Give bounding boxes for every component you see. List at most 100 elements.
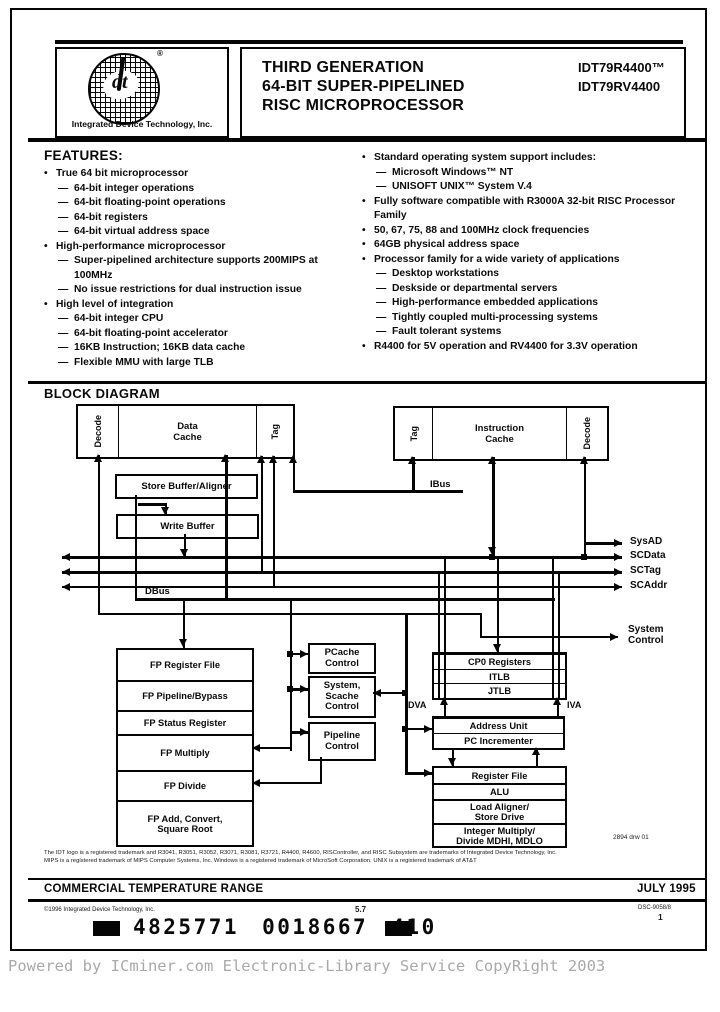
barcode-start-block (93, 921, 120, 936)
arrowhead (180, 549, 188, 557)
feature-item: —16KB Instruction; 16KB data cache (44, 341, 356, 356)
feature-item: — Super-pipelined architecture supports 2… (44, 254, 356, 283)
mmu-stack: CP0 Registers ITLB JTLB (432, 652, 567, 700)
bus-line (290, 731, 308, 734)
feature-marker: • (362, 224, 366, 236)
bus-line (135, 598, 555, 601)
header-bottom-rule (28, 138, 707, 142)
pipeline-control-box: Pipeline Control (308, 722, 376, 761)
arrowhead (580, 456, 588, 464)
arrowhead (440, 697, 448, 705)
arrowhead (493, 644, 501, 652)
feature-text: Super-pipelined architecture supports 20… (74, 255, 318, 281)
connector-line (183, 601, 185, 648)
arrowhead (614, 539, 622, 547)
arrowhead (424, 725, 432, 733)
bus-line (584, 542, 622, 545)
title-box: THIRD GENERATION 64-BIT SUPER-PIPELINED … (240, 47, 686, 138)
feature-item: —Flexible MMU with large TLB (44, 356, 356, 371)
junction-dot (287, 686, 293, 692)
data-cache-block: Decode Data Cache Tag (76, 404, 295, 459)
fp-register-file: FP Register File (149, 660, 221, 670)
feature-text: Desktop workstations (392, 268, 499, 279)
part-number-1: IDT79R4400™ (578, 60, 665, 75)
feature-text: High-performance microprocessor (56, 240, 226, 252)
bus-line (98, 613, 480, 615)
arrowhead (408, 456, 416, 464)
arrowhead (448, 758, 456, 766)
connector-line (558, 571, 560, 698)
connector-line (135, 495, 137, 599)
integer-multiply-divide: Integer Multiply/ Divide MDHI, MDLO (434, 823, 565, 846)
feature-text: 50, 67, 75, 88 and 100MHz clock frequenc… (374, 224, 590, 236)
feature-text: Fully software compatible with R3000A 32… (374, 195, 676, 222)
bus-line (290, 688, 308, 691)
feature-marker: — (58, 211, 69, 223)
feature-marker: — (58, 255, 69, 266)
connector-line (444, 556, 446, 698)
feature-marker: • (362, 340, 366, 352)
bus-line (62, 556, 622, 559)
feature-item: —64-bit integer operations (44, 182, 356, 197)
fp-divide: FP Divide (118, 770, 252, 800)
feature-text: 64-bit integer CPU (74, 313, 164, 324)
dva-label: DVA (408, 700, 427, 710)
feature-marker: — (376, 297, 387, 308)
connector-line (536, 748, 538, 767)
block-diagram-heading: BLOCK DIAGRAM (44, 386, 160, 401)
arrowhead (252, 779, 260, 787)
ocr-digits: 4825771 0018667 410 (133, 915, 437, 939)
integer-stack: Register File ALU Load Aligner/ Store Dr… (432, 766, 567, 848)
feature-text: 64-bit floating-point accelerator (74, 327, 228, 339)
junction-dot (581, 554, 587, 560)
feature-text: True 64 bit microprocessor (56, 168, 189, 179)
arrowhead (179, 639, 187, 647)
arrowhead (62, 553, 70, 561)
bus-line (405, 772, 432, 775)
temperature-range: COMMERCIAL TEMPERATURE RANGE (44, 883, 264, 895)
fp-unit-stack: FP Register File FP Pipeline/Bypass FP S… (116, 648, 254, 847)
arrowhead (269, 455, 277, 463)
icache-tag-cell: Tag (395, 408, 433, 459)
feature-text: UNISOFT UNIX™ System V.4 (392, 181, 532, 192)
feature-marker: • (362, 253, 366, 265)
feature-marker: • (44, 240, 48, 252)
arrowhead (553, 697, 561, 705)
feature-marker: — (58, 313, 69, 324)
logo-box: dt ® Integrated Device Technology, Inc. (55, 47, 229, 138)
connector-line (438, 571, 440, 698)
scaddr-label: SCAddr (630, 580, 668, 591)
idt-logo-monogram: dt (112, 71, 128, 93)
icache-decode-cell: Decode (567, 408, 607, 459)
features-right-column: •Standard operating system support inclu… (362, 151, 694, 354)
register-file: Register File (471, 770, 528, 781)
arrowhead (300, 728, 308, 736)
bus-line (405, 728, 432, 730)
feature-marker: — (376, 282, 387, 294)
publication-date: JULY 1995 (637, 883, 696, 895)
diagram-top-rule (28, 381, 707, 384)
store-buffer-box: Store Buffer/Aligner (115, 474, 258, 499)
feature-marker: — (58, 342, 69, 353)
feature-item: —Fault tolerant systems (362, 325, 694, 340)
feature-item: —No issue restrictions for dual instruct… (44, 283, 356, 298)
feature-item: —High-performance embedded applications (362, 296, 694, 311)
connector-line (273, 456, 275, 587)
feature-marker: • (362, 152, 366, 163)
arrowhead (221, 454, 229, 462)
feature-item: —Microsoft Windows™ NT (362, 166, 694, 181)
feature-item: •Standard operating system support inclu… (362, 151, 694, 166)
bus-line (252, 747, 290, 749)
feature-item: •Fully software compatible with R3000A 3… (362, 195, 694, 224)
arrowhead (62, 583, 70, 591)
feature-item: —Deskside or departmental servers (362, 282, 694, 297)
feature-item: • High-performance microprocessor (44, 240, 356, 255)
icache-cell: Instruction Cache (433, 408, 567, 459)
arrowhead (300, 650, 308, 658)
dcache-tag-cell: Tag (257, 406, 293, 457)
doc-title-line3: RISC MICROPROCESSOR (262, 97, 465, 114)
feature-item: —Desktop workstations (362, 267, 694, 282)
icache-tag-label: Tag (408, 425, 419, 442)
feature-item: —64-bit floating-point operations (44, 196, 356, 211)
feature-marker: — (58, 197, 69, 208)
